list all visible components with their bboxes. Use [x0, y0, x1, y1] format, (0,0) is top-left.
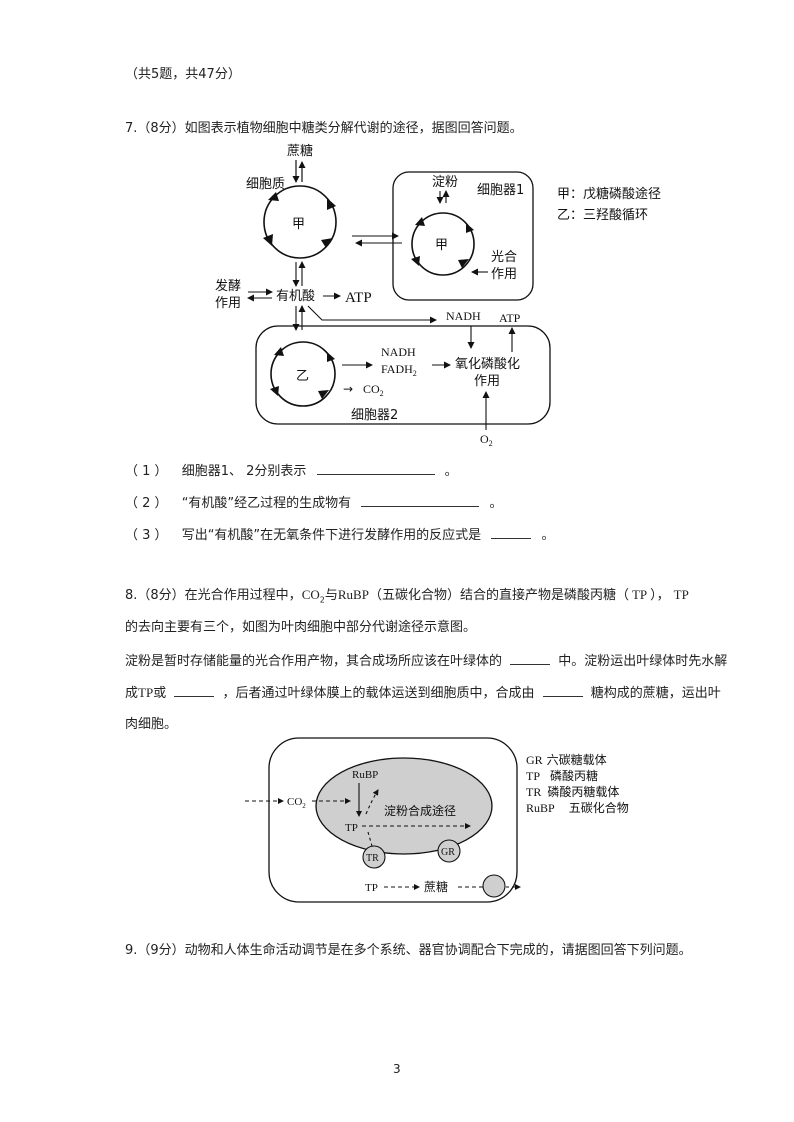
- q7-oxphos-label-2: 作用: [474, 374, 500, 389]
- q7-sub3-end: 。: [541, 528, 555, 543]
- q8-starch-path-label: 淀粉合成途径: [384, 803, 456, 818]
- q8-blank-2[interactable]: [174, 684, 215, 697]
- q7-organic-acid-label: 有机酸: [276, 289, 315, 304]
- q8-arrow-tp-rubp: [365, 789, 379, 815]
- q8-tr-carrier: [362, 845, 386, 869]
- q7-sub1-answer-blank[interactable]: [316, 462, 435, 475]
- q7-jia2-label: 甲: [435, 238, 448, 253]
- q7-atp-top: ATP: [499, 311, 521, 325]
- q8-line1-rubp: RuBP: [337, 587, 369, 602]
- q7-nadh-top: NADH: [446, 309, 481, 323]
- q7-sub2: （ 2 ） “有机酸”经乙过程的生成物有 。: [125, 494, 502, 513]
- q8-co2-label: CO2: [287, 796, 306, 810]
- q8-line3: 淀粉是暂时存储能量的光合作用产物，其合成场所应该在叶绿体的 中。淀粉运出叶绿体时…: [125, 652, 727, 671]
- q8-line1-c: （五碳化合物）结合的直接产物是磷酸丙糖（: [368, 588, 629, 603]
- q8-line3-b: 中。淀粉运出叶绿体时先水解: [558, 654, 728, 669]
- q7-starch-label: 淀粉: [432, 175, 458, 190]
- q7-cycle-jia-organelle: [411, 212, 475, 276]
- q8-gr-carrier: [437, 839, 461, 863]
- q7-jia-label: 甲: [292, 217, 305, 232]
- q7-cycle-jia: [263, 185, 337, 259]
- q7-co2-label: CO2: [363, 382, 384, 398]
- q8-line1-tp: TP: [631, 587, 648, 602]
- q8-tp2-label: TP: [365, 882, 378, 894]
- q8-line4-a: 成: [125, 686, 139, 701]
- q7-co2-arrow: →: [343, 382, 353, 396]
- q8-sucrose-label: 蔗糖: [424, 879, 448, 894]
- q8-blank-3[interactable]: [542, 684, 583, 697]
- q7-sub2-answer-blank[interactable]: [361, 494, 480, 507]
- section-header: （共5题，共47分）: [125, 67, 241, 82]
- q8-line3-a: 淀粉是暂时存储能量的光合作用产物，其合成场所应该在叶绿体的: [125, 654, 503, 669]
- q7-arrow-to-nadh-top: [307, 305, 437, 324]
- q8-gr-label: GR: [441, 847, 455, 858]
- q7-sub3: （ 3 ） 写出“有机酸”在无氧条件下进行发酵作用的反应式是 。: [125, 526, 554, 545]
- q7-sub1-end: 。: [444, 464, 458, 479]
- page-number: 3: [393, 1062, 401, 1076]
- q8-line4: 成TP或 ，后者通过叶绿体膜上的载体运送到细胞质中，合成由 糖构成的蔗糖，运出叶: [125, 684, 721, 703]
- q8-line1-d: ），: [650, 588, 670, 603]
- q7-organelle2-box: [255, 325, 551, 425]
- q7-cycle-yi: [270, 341, 336, 407]
- q7-organelle1-label: 细胞器1: [477, 183, 524, 198]
- q7-nadh-mid: NADH: [381, 345, 416, 359]
- q8-tp1-label: TP: [345, 822, 358, 834]
- q7-sub3-number: （ 3 ）: [125, 528, 168, 543]
- q9-stem: 9.（9分）动物和人体生命活动调节是在多个系统、器官协调配合下完成的，请据图回答…: [125, 943, 692, 958]
- q7-diagram: 蔗糖 细胞质 甲 淀粉 细胞器1 甲 光合 作用 甲：戊糖磷酸途径 乙：三羟酸循…: [215, 143, 661, 448]
- q7-ferment-label-1: 发酵: [215, 278, 241, 294]
- q7-sucrose-label: 蔗糖: [287, 143, 313, 159]
- q7-sub2-end: 。: [489, 496, 503, 511]
- q7-o2-label: O2: [480, 432, 493, 448]
- q7-organelle2-label: 细胞器2: [351, 408, 398, 423]
- q8-line5: 肉细胞。: [125, 717, 178, 732]
- q8-line4-b: 或: [153, 686, 167, 701]
- q7-sub1: （ 1 ） 细胞器1、 2分别表示 。: [125, 462, 458, 481]
- q7-photo-label-2: 作用: [491, 267, 517, 282]
- q7-sub3-answer-blank[interactable]: [491, 526, 532, 539]
- q8-line1-a: 8.（8分）在光合作用过程中，: [125, 588, 302, 603]
- q7-ferment-label-2: 作用: [215, 296, 241, 311]
- q8-line4-d: 糖构成的蔗糖，运出叶: [590, 686, 721, 701]
- q7-sub2-number: （ 2 ）: [125, 496, 168, 511]
- q8-line1-co2-sub: 2: [319, 595, 325, 605]
- q7-legend-yi: 乙：三羟酸循环: [557, 208, 648, 223]
- q7-sub1-number: （ 1 ）: [125, 464, 168, 479]
- q8-line2: 的去向主要有三个，如图为叶肉细胞中部分代谢途径示意图。: [125, 620, 477, 635]
- q8-line1-b: 与: [324, 588, 338, 603]
- q7-photo-label-1: 光合: [491, 250, 517, 265]
- q8-blank-1[interactable]: [510, 652, 551, 665]
- q8-line1-co2: CO: [301, 587, 320, 602]
- q7-sub1-text: 细胞器1、 2分别表示: [181, 464, 307, 479]
- q7-atp-big: ATP: [345, 290, 372, 306]
- q7-cytoplasm-label: 细胞质: [246, 177, 285, 192]
- q7-legend-jia: 甲：戊糖磷酸途径: [557, 186, 661, 202]
- q8-rubp-label: RuBP: [352, 769, 378, 781]
- q8-chloroplast: [315, 757, 493, 855]
- q8-line1-tp2: TP: [673, 587, 689, 602]
- q7-oxphos-label-1: 氧化磷酸化: [455, 357, 520, 372]
- q7-sub3-text: 写出“有机酸”在无氧条件下进行发酵作用的反应式是: [181, 528, 482, 543]
- q7-fadh-label: FADH2: [381, 362, 417, 378]
- q8-line4-c: ，后者通过叶绿体膜上的载体运送到细胞质中，合成由: [222, 686, 535, 701]
- q8-arrow-tp-tr: [367, 831, 373, 847]
- q8-line1: 8.（8分）在光合作用过程中，CO2与RuBP（五碳化合物）结合的直接产物是磷酸…: [125, 586, 689, 610]
- q8-tr-label: TR: [366, 853, 379, 864]
- q8-line4-tp: TP: [138, 685, 154, 700]
- q8-cell: [268, 737, 518, 903]
- q7-yi-label: 乙: [296, 369, 309, 384]
- q7-stem: 7.（8分）如图表示植物细胞中糖类分解代谢的途径，据图回答问题。: [125, 121, 523, 136]
- q7-sub2-text: “有机酸”经乙过程的生成物有: [181, 496, 352, 511]
- q8-sucrose-carrier: [482, 874, 506, 898]
